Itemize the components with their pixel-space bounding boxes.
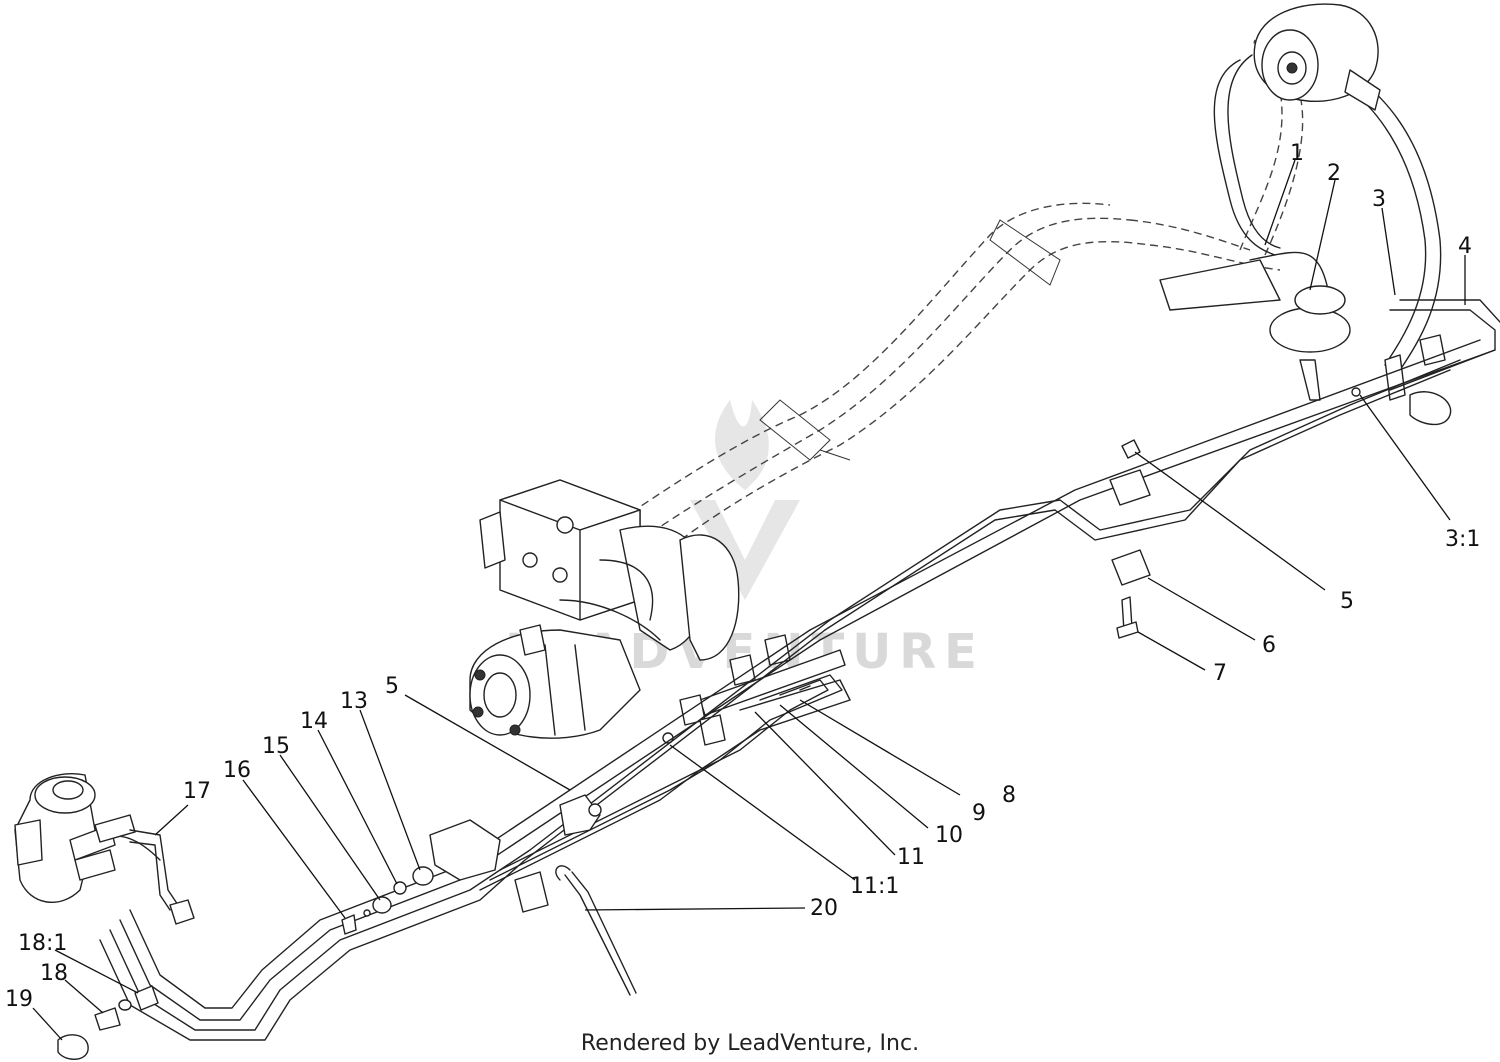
lower-mount — [429, 794, 637, 996]
callout-1: 1 — [1290, 141, 1304, 166]
callout-13: 13 — [340, 689, 368, 714]
upper-pump-assembly — [1159, 3, 1452, 426]
callout-5-right: 5 — [1340, 589, 1354, 614]
clip-hardware — [1109, 387, 1361, 639]
callout-2: 2 — [1327, 161, 1341, 186]
control-valve-block — [479, 479, 740, 661]
leader-lines — [32, 159, 1466, 1041]
hardware-stack — [341, 866, 434, 935]
left-pump-assembly — [14, 773, 195, 1060]
callout-18: 18 — [40, 961, 68, 986]
callout-5-left: 5 — [385, 674, 399, 699]
callout-14: 14 — [300, 709, 328, 734]
callout-20: 20 — [810, 896, 838, 921]
callout-16: 16 — [223, 758, 251, 783]
callout-4: 4 — [1458, 234, 1472, 259]
callout-3: 3 — [1372, 187, 1386, 212]
callout-18-1: 18:1 — [18, 931, 67, 956]
callout-7: 7 — [1213, 661, 1227, 686]
callout-17: 17 — [183, 779, 211, 804]
footer-credit: Rendered by LeadVenture, Inc. — [581, 1031, 919, 1056]
dashed-hoses — [619, 39, 1442, 556]
callout-11-1: 11:1 — [850, 874, 899, 899]
callout-9: 9 — [972, 801, 986, 826]
lower-pump — [469, 624, 641, 739]
callout-19: 19 — [5, 987, 33, 1012]
hose-clamps — [759, 219, 1061, 461]
callout-8: 8 — [1002, 783, 1016, 808]
callout-3-1: 3:1 — [1445, 527, 1480, 552]
callout-15: 15 — [262, 734, 290, 759]
callouts: 1 2 3 4 3:1 5 6 7 8 9 10 11 11:1 20 5 13… — [5, 141, 1480, 1012]
callout-10: 10 — [935, 823, 963, 848]
callout-11: 11 — [897, 845, 925, 870]
steel-lines-right — [809, 299, 1500, 641]
callout-6: 6 — [1262, 633, 1276, 658]
